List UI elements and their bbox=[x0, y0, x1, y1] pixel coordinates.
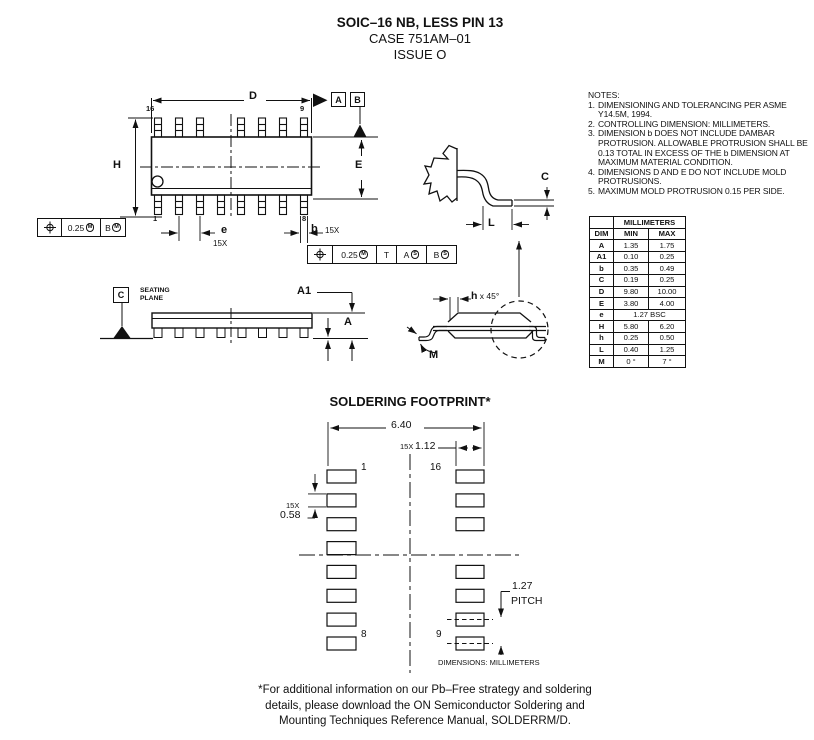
fp-pad-height-count: 15X bbox=[286, 501, 300, 510]
case-number: CASE 751AM–01 bbox=[369, 31, 471, 47]
dim-label-a: A bbox=[344, 316, 352, 328]
mmc-modifier-icon: M bbox=[359, 250, 368, 259]
note-line: 0.13 TOTAL IN EXCESS OF THE b DIMENSION … bbox=[598, 147, 790, 158]
title-block: SOIC–16 NB, LESS PIN 13 CASE 751AM–01 IS… bbox=[260, 15, 580, 62]
position-symbol-cell bbox=[308, 246, 332, 263]
fp-dim-width: 6.40 bbox=[391, 419, 412, 431]
datum-box-a: A bbox=[331, 92, 346, 107]
fp-pin-16: 16 bbox=[430, 462, 442, 473]
pin-number-8: 8 bbox=[302, 214, 307, 223]
fp-pin-9: 9 bbox=[436, 629, 442, 640]
notes-block: NOTES: 1.DIMENSIONING AND TOLERANCING PE… bbox=[588, 90, 814, 197]
dim-label-l: L bbox=[488, 217, 495, 229]
table-row: MILLIMETERS bbox=[589, 216, 686, 229]
side-view-drawing bbox=[100, 292, 368, 361]
note-line: 5.MAXIMUM MOLD PROTRUSION 0.15 PER SIDE. bbox=[588, 185, 785, 196]
rfs-modifier-icon: S bbox=[440, 250, 450, 259]
datum-t-cell: T bbox=[376, 246, 396, 263]
fp-pad-width-dim: 1.12 bbox=[415, 440, 436, 452]
note-line: PROTRUSION. ALLOWABLE PROTRUSION SHALL B… bbox=[598, 137, 808, 148]
end-view-drawing bbox=[406, 296, 549, 359]
lead-detail-drawing bbox=[422, 144, 554, 297]
note-line: Y14.5M, 1994. bbox=[598, 109, 652, 120]
pin-number-1: 1 bbox=[153, 214, 158, 223]
position-symbol-cell bbox=[38, 219, 61, 236]
page-title: SOIC–16 NB, LESS PIN 13 bbox=[336, 15, 504, 30]
pin-number-16: 16 bbox=[146, 104, 155, 113]
fp-pin-1: 1 bbox=[361, 462, 367, 473]
footer-note: *For additional information on our Pb–Fr… bbox=[258, 684, 592, 728]
dim-label-h-chamfer: h x 45° bbox=[471, 290, 500, 302]
note-line: PROTRUSIONS. bbox=[598, 176, 662, 187]
dim-label-h: H bbox=[113, 159, 121, 171]
fp-pad-width-count: 15X bbox=[400, 441, 414, 451]
dim-label-c: C bbox=[541, 171, 549, 183]
soldering-footprint-title: SOLDERING FOOTPRINT* bbox=[329, 394, 491, 409]
units-header: MILLIMETERS bbox=[613, 216, 686, 229]
seating-plane-label: SEATING PLANE bbox=[140, 287, 170, 302]
pin-number-9: 9 bbox=[300, 104, 305, 113]
mmc-modifier-icon: M bbox=[112, 223, 121, 232]
dim-label-b: b bbox=[311, 223, 318, 235]
dim-label-m-angle: M bbox=[429, 349, 439, 361]
datum-box-c: C bbox=[113, 287, 129, 303]
notes-heading: NOTES: bbox=[588, 90, 620, 100]
issue-revision: ISSUE O bbox=[393, 46, 447, 62]
note-line: 2.CONTROLLING DIMENSION: MILLIMETERS. bbox=[588, 118, 771, 129]
note-line: 3.DIMENSION b DOES NOT INCLUDE DAMBAR bbox=[588, 128, 775, 139]
note-line: 4.DIMENSIONS D AND E DO NOT INCLUDE MOLD bbox=[588, 166, 787, 177]
note-line: 1.DIMENSIONING AND TOLERANCING PER ASME bbox=[588, 99, 787, 110]
dim-label-e-width: E bbox=[355, 159, 363, 171]
fp-pitch-label: PITCH bbox=[511, 595, 543, 607]
fp-pin-8: 8 bbox=[361, 629, 367, 640]
mmc-modifier-icon: M bbox=[85, 223, 95, 232]
dim-label-e-pitch: e bbox=[221, 224, 228, 236]
fp-pitch-value: 1.27 bbox=[512, 580, 533, 592]
dim-label-a1: A1 bbox=[297, 285, 312, 297]
datum-box-b: B bbox=[350, 92, 365, 107]
dim-count-b: 15X bbox=[325, 226, 340, 235]
dim-count-e: 15X bbox=[213, 239, 228, 248]
fp-units-note: DIMENSIONS: MILLIMETERS bbox=[438, 658, 540, 667]
note-line: MAXIMUM MATERIAL CONDITION. bbox=[598, 157, 733, 168]
position-tolerance-icon bbox=[43, 221, 56, 234]
rfs-modifier-icon: S bbox=[410, 250, 420, 259]
position-tolerance-icon bbox=[314, 248, 326, 261]
dim-label-d: D bbox=[249, 90, 257, 102]
soldering-footprint-drawing bbox=[299, 422, 523, 673]
fp-pad-height-dim: 0.58 bbox=[280, 509, 301, 521]
top-view-drawing bbox=[120, 93, 378, 243]
